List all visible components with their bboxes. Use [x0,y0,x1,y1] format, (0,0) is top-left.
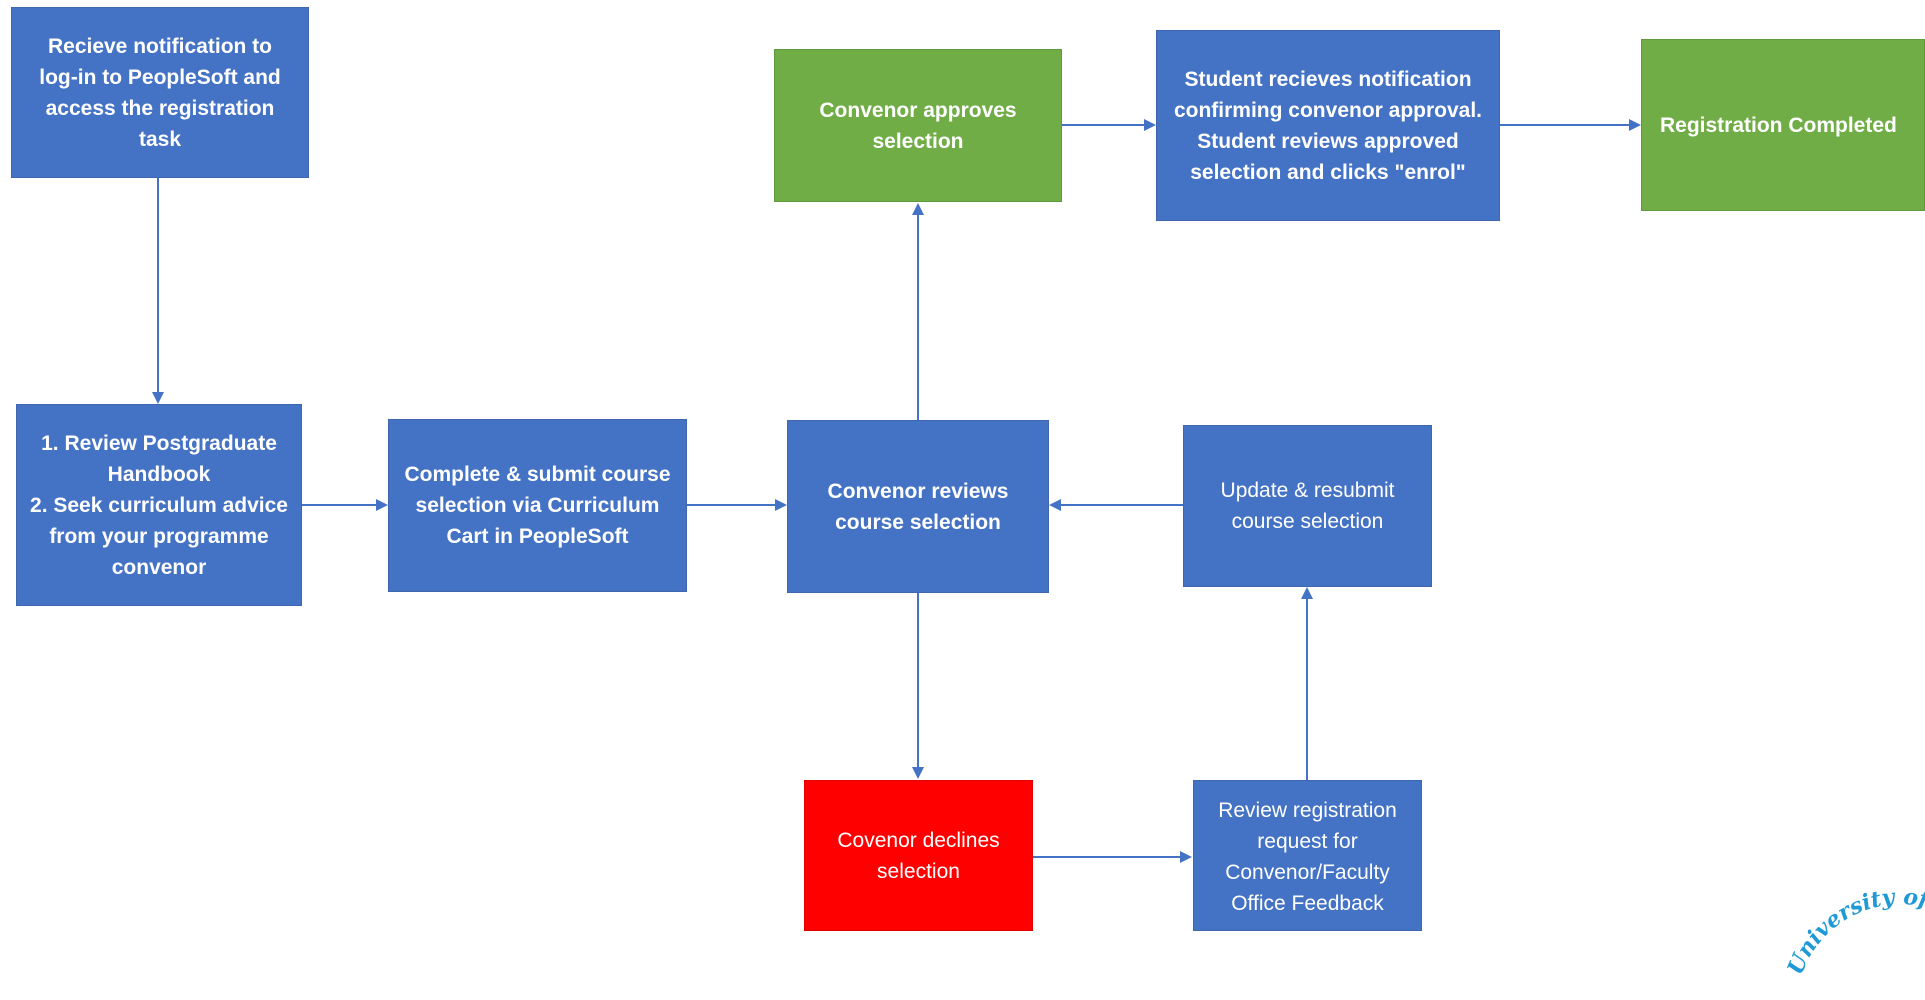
node-convenor-reviews: Convenor reviews course selection [787,420,1049,593]
node-review-feedback-label: Review registration request for Convenor… [1218,799,1397,915]
node-convenor-approves-label: Convenor approves selection [819,98,1017,153]
node-update-resubmit-label: Update & resubmit course selection [1220,479,1395,533]
node-registration-completed: Registration Completed [1641,39,1925,211]
node-update-resubmit: Update & resubmit course selection [1183,425,1432,587]
node-review-handbook-label: 1. Review Postgraduate Handbook 2. Seek … [30,431,288,579]
node-convenor-declines-label: Covenor declines selection [837,828,1000,883]
connector-layer [152,119,1641,863]
node-convenor-reviews-label: Convenor reviews course selection [827,479,1009,534]
node-receive-notification-label: Recieve notification to log-in to People… [39,34,281,151]
node-student-notified-label: Student recieves notification confirming… [1173,67,1483,184]
node-student-notified: Student recieves notification confirming… [1156,30,1500,221]
svg-text:University of Cape Town: University of Cape Town [1780,860,1925,978]
node-convenor-declines: Covenor declines selection [804,780,1033,931]
node-registration-completed-label: Registration Completed [1660,113,1897,137]
university-logo-seal: University of Cape Town [1780,860,1925,978]
node-convenor-approves: Convenor approves selection [774,49,1062,202]
node-submit-course-selection: Complete & submit course selection via C… [388,419,687,592]
node-submit-course-selection-label: Complete & submit course selection via C… [404,463,671,548]
node-review-handbook: 1. Review Postgraduate Handbook 2. Seek … [16,404,302,606]
node-review-feedback: Review registration request for Convenor… [1193,780,1422,931]
university-logo: University of Cape Town [1780,860,1925,1000]
node-receive-notification: Recieve notification to log-in to People… [11,7,309,178]
